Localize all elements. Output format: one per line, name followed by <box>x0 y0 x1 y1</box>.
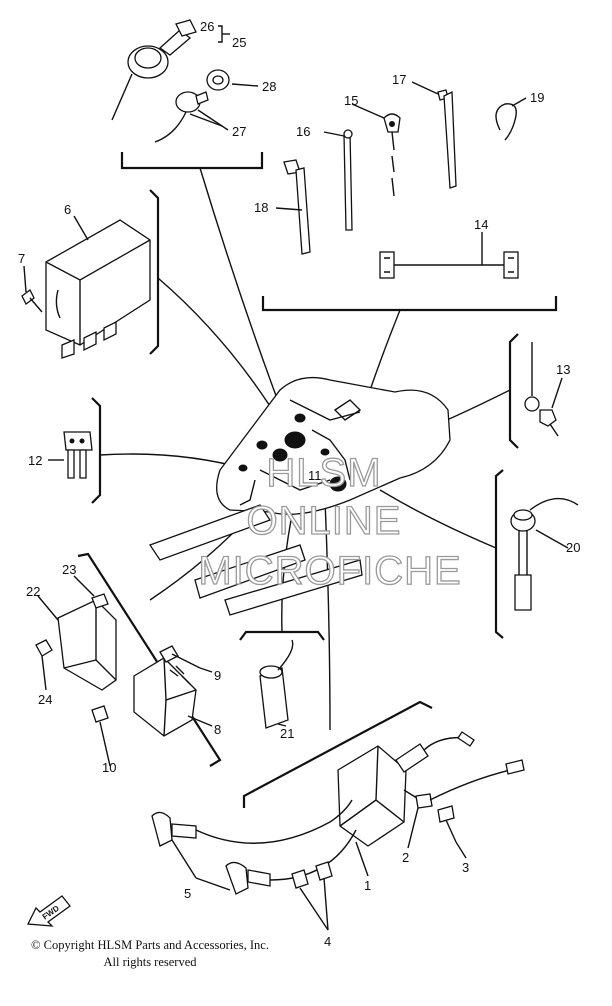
callout-7: 7 <box>18 251 25 266</box>
condenser-21 <box>259 639 294 729</box>
leader-switch <box>379 489 497 549</box>
callout-19: 19 <box>530 90 544 105</box>
bracket-switch <box>494 469 504 639</box>
bolt-23 <box>91 593 109 609</box>
wiring-harness <box>149 376 451 616</box>
callout-5: 5 <box>184 886 191 901</box>
ecu-unit <box>45 219 151 359</box>
callout-23: 23 <box>62 562 76 577</box>
cable-tie-16 <box>343 129 353 231</box>
tie-17 <box>437 89 457 189</box>
bracket-bottom-right <box>242 700 433 808</box>
bracket-bottom-left <box>77 552 222 767</box>
rights-text: All rights reserved <box>103 955 197 969</box>
key-nut <box>206 69 230 91</box>
ignition-coil <box>337 731 525 847</box>
watermark-line-2: ONLINE <box>247 499 402 543</box>
callout-26: 26 <box>200 19 214 34</box>
bracket-connector <box>91 397 102 504</box>
plug-cap-lower <box>225 829 357 895</box>
indicator-lamp <box>154 91 223 143</box>
callout-2: 2 <box>402 850 409 865</box>
callout-4: 4 <box>324 934 331 949</box>
callout-27: 27 <box>232 124 246 139</box>
callout-leaders <box>23 25 569 931</box>
callout-11: 11 <box>308 468 322 483</box>
callout-28: 28 <box>262 79 276 94</box>
cdi-unit-8 <box>133 657 197 737</box>
clamp-15 <box>383 113 401 197</box>
switch-20 <box>510 497 579 611</box>
callout-25: 25 <box>232 35 246 50</box>
leader-top <box>199 167 286 421</box>
bracket-ecu <box>149 189 160 355</box>
callout-6: 6 <box>64 202 71 217</box>
callout-20: 20 <box>566 540 580 555</box>
callout-22: 22 <box>26 584 40 599</box>
copyright-text: © Copyright HLSM Parts and Accessories, … <box>31 938 269 952</box>
nut-24 <box>35 639 53 657</box>
callout-16: 16 <box>296 124 310 139</box>
bracket-ground <box>508 333 519 449</box>
fwd-arrow-icon: FWD <box>26 895 71 927</box>
callout-10: 10 <box>102 760 116 775</box>
callout-18: 18 <box>254 200 268 215</box>
callout-12: 12 <box>28 453 42 468</box>
connector-12 <box>63 431 93 479</box>
tie-18 <box>283 159 311 255</box>
callout-13: 13 <box>556 362 570 377</box>
callout-17: 17 <box>392 72 406 87</box>
callout-14: 14 <box>474 217 488 232</box>
clip-19 <box>495 103 517 141</box>
watermark-line-1: HLSM <box>266 451 381 495</box>
leader-bottom-right <box>324 499 331 731</box>
regulator-22 <box>57 599 117 691</box>
watermark-line-3: MICROFICHE <box>198 549 461 593</box>
callout-9: 9 <box>214 668 221 683</box>
bolt-3 <box>437 805 457 843</box>
bracket-top-right <box>261 296 558 312</box>
key-switch <box>111 19 197 121</box>
bolt-7 <box>21 289 43 313</box>
callout-8: 8 <box>214 722 221 737</box>
ground-lead <box>524 342 559 437</box>
callout-21: 21 <box>280 726 294 741</box>
bracket-top-left <box>120 152 264 170</box>
bracket-21 <box>239 630 325 641</box>
watermark: HLSM ONLINE MICROFICHE <box>198 450 462 593</box>
plug-cap-upper <box>151 799 353 847</box>
callout-15: 15 <box>344 93 358 108</box>
band-14 <box>379 251 519 279</box>
clamps-4 <box>291 861 333 889</box>
callout-3: 3 <box>462 860 469 875</box>
callout-labels: 1 2 3 4 5 6 7 8 9 10 11 12 13 14 15 16 1… <box>18 19 580 949</box>
bolt-9 <box>159 645 201 669</box>
nut-10 <box>91 705 109 723</box>
callout-24: 24 <box>38 692 52 707</box>
callout-1: 1 <box>364 878 371 893</box>
